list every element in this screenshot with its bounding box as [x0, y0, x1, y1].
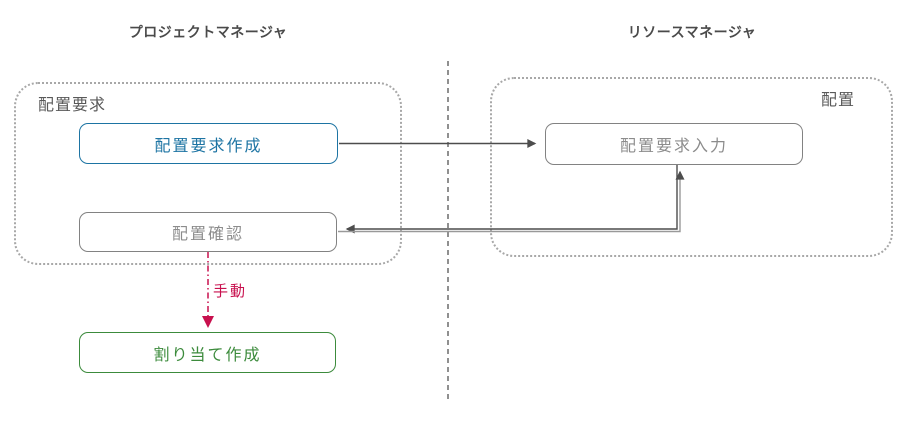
- node-confirm-placement: 配置確認: [79, 212, 337, 252]
- group-placement-label: 配置: [820, 92, 855, 109]
- lane-title-project-manager: プロジェクトマネージャ: [128, 24, 288, 40]
- lane-title-resource-manager: リソースマネージャ: [627, 24, 757, 40]
- node-create-placement-request: 配置要求作成: [79, 123, 338, 164]
- node-create-assignment: 割り当て作成: [79, 332, 336, 373]
- node-input-placement-request: 配置要求入力: [545, 123, 803, 165]
- edge-label-manual: 手動: [213, 283, 248, 300]
- group-placement: 配置: [490, 77, 893, 257]
- group-placement-request-label: 配置要求: [38, 97, 107, 114]
